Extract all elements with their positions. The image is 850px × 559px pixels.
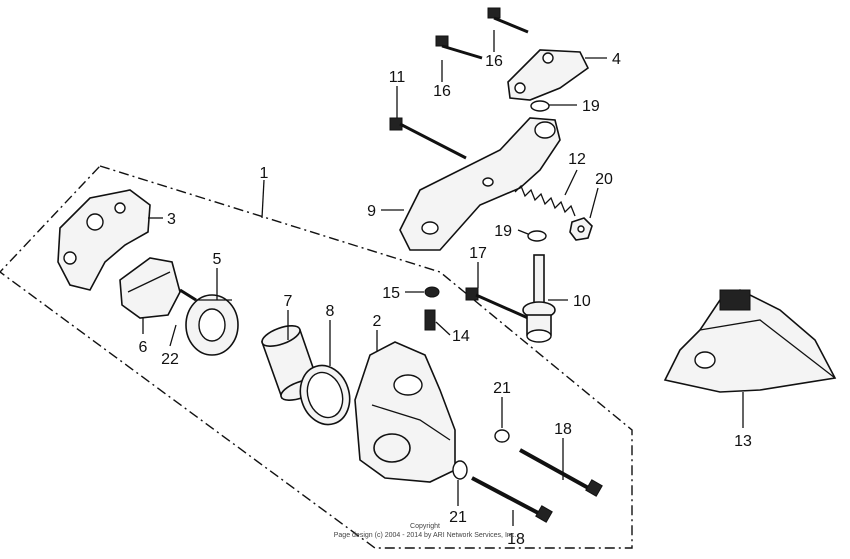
callout-14: 14 (452, 328, 470, 345)
callout-7: 7 (284, 293, 293, 310)
callout-19b: 19 (494, 223, 512, 240)
callout-16a: 16 (433, 83, 451, 100)
callout-2: 2 (373, 313, 382, 330)
callout-9: 9 (367, 203, 376, 220)
callout-10: 10 (573, 293, 591, 310)
callout-11: 11 (389, 69, 406, 86)
callout-3: 3 (167, 211, 176, 228)
copyright-text: Page design (c) 2004 - 2014 by ARI Netwo… (334, 532, 517, 539)
part-17-bolt[interactable] (465, 287, 529, 320)
part-19-o-ring-lower[interactable] (527, 230, 547, 242)
part-15-bleeder-cap[interactable] (424, 286, 440, 298)
part-6-brake-pad[interactable] (119, 257, 181, 319)
part-10-collar-bolt[interactable] (522, 254, 556, 343)
callout-20: 20 (595, 171, 613, 188)
callout-15: 15 (382, 285, 400, 302)
part-22-pin[interactable] (179, 288, 197, 302)
callout-1: 1 (260, 165, 269, 182)
callout-13: 13 (734, 433, 752, 450)
part-18-bolt-lower[interactable] (471, 476, 553, 523)
part-4-upper-bracket[interactable] (507, 49, 590, 101)
callout-21a: 21 (493, 380, 511, 397)
part-12-spring[interactable] (514, 184, 576, 217)
part-21-washer-lower[interactable] (452, 460, 468, 480)
callout-17: 17 (469, 245, 487, 262)
part-3-caliper-bracket[interactable] (57, 189, 151, 291)
part-18-bolt-upper[interactable] (519, 448, 603, 497)
caliper-group-outline (0, 165, 633, 549)
part-9-torque-arm[interactable] (399, 117, 561, 251)
callout-22: 22 (161, 351, 179, 368)
part-13-caliper-cover[interactable] (663, 289, 837, 393)
part-14-bleeder-screw[interactable] (424, 309, 436, 331)
part-2-caliper-body[interactable] (354, 341, 456, 483)
part-5-pad-holder[interactable] (185, 294, 239, 356)
callout-8: 8 (326, 303, 335, 320)
callout-16b: 16 (485, 53, 503, 70)
callout-18b: 18 (507, 531, 525, 548)
part-8-seal-ring[interactable] (293, 359, 357, 431)
callout-21b: 21 (449, 509, 467, 526)
part-21-washer-upper[interactable] (494, 429, 510, 443)
callout-18a: 18 (554, 421, 572, 438)
part-11-long-bolt[interactable] (389, 117, 467, 160)
callout-5: 5 (213, 251, 222, 268)
callout-19a: 19 (582, 98, 600, 115)
callout-labels: 1 2 3 4 5 6 7 8 9 10 11 12 13 14 15 16 1… (139, 51, 752, 548)
leader-lines (142, 30, 744, 526)
callout-12: 12 (568, 151, 586, 168)
copyright-title: Copyright (410, 523, 440, 530)
callout-6: 6 (139, 339, 148, 356)
part-19-o-ring-upper[interactable] (530, 100, 550, 112)
part-16-bolt-left[interactable] (435, 35, 483, 60)
callout-4: 4 (612, 51, 621, 68)
part-20-nut[interactable] (569, 217, 593, 241)
part-16-bolt-right[interactable] (487, 7, 529, 34)
